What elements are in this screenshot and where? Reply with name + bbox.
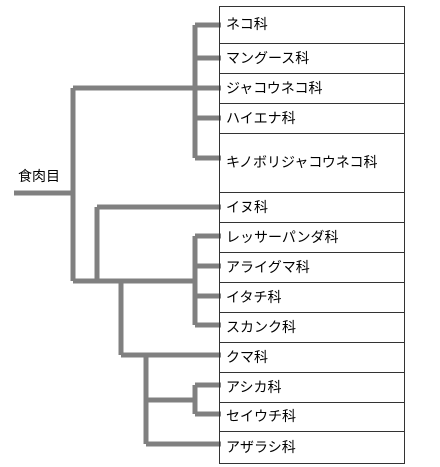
taxon-label: ハイエナ科 [219, 103, 405, 134]
root-label: 食肉目 [18, 169, 60, 185]
taxon-row: ジャコウネコ科 [219, 73, 405, 104]
taxon-row: アザラシ科 [219, 431, 405, 464]
taxon-label: マングース科 [219, 43, 405, 74]
taxon-row: セイウチ科 [219, 402, 405, 432]
taxon-row: キノボリジャコウネコ科 [219, 133, 405, 193]
taxon-label: セイウチ科 [219, 402, 405, 432]
taxon-label: アザラシ科 [219, 431, 405, 464]
taxon-label: イヌ科 [219, 192, 405, 223]
taxon-row: ハイエナ科 [219, 103, 405, 134]
taxon-row: クマ科 [219, 342, 405, 373]
taxon-label: アシカ科 [219, 372, 405, 403]
taxa-table: ネコ科 マングース科 ジャコウネコ科 ハイエナ科 キノボリジャコウネコ科 イヌ科… [219, 6, 405, 464]
taxon-label: スカンク科 [219, 312, 405, 343]
taxon-row: マングース科 [219, 43, 405, 74]
taxon-label: キノボリジャコウネコ科 [219, 133, 405, 193]
taxon-row: スカンク科 [219, 312, 405, 343]
taxon-label: クマ科 [219, 342, 405, 373]
taxon-row: イヌ科 [219, 192, 405, 223]
taxon-row: イタチ科 [219, 282, 405, 313]
taxon-label: レッサーパンダ科 [219, 222, 405, 253]
taxon-row: アシカ科 [219, 372, 405, 403]
taxon-row: アライグマ科 [219, 252, 405, 283]
taxon-label: イタチ科 [219, 282, 405, 313]
taxon-label: ネコ科 [219, 6, 405, 44]
taxon-label: ジャコウネコ科 [219, 73, 405, 104]
taxon-label: アライグマ科 [219, 252, 405, 283]
taxon-row: レッサーパンダ科 [219, 222, 405, 253]
taxon-row: ネコ科 [219, 6, 405, 44]
